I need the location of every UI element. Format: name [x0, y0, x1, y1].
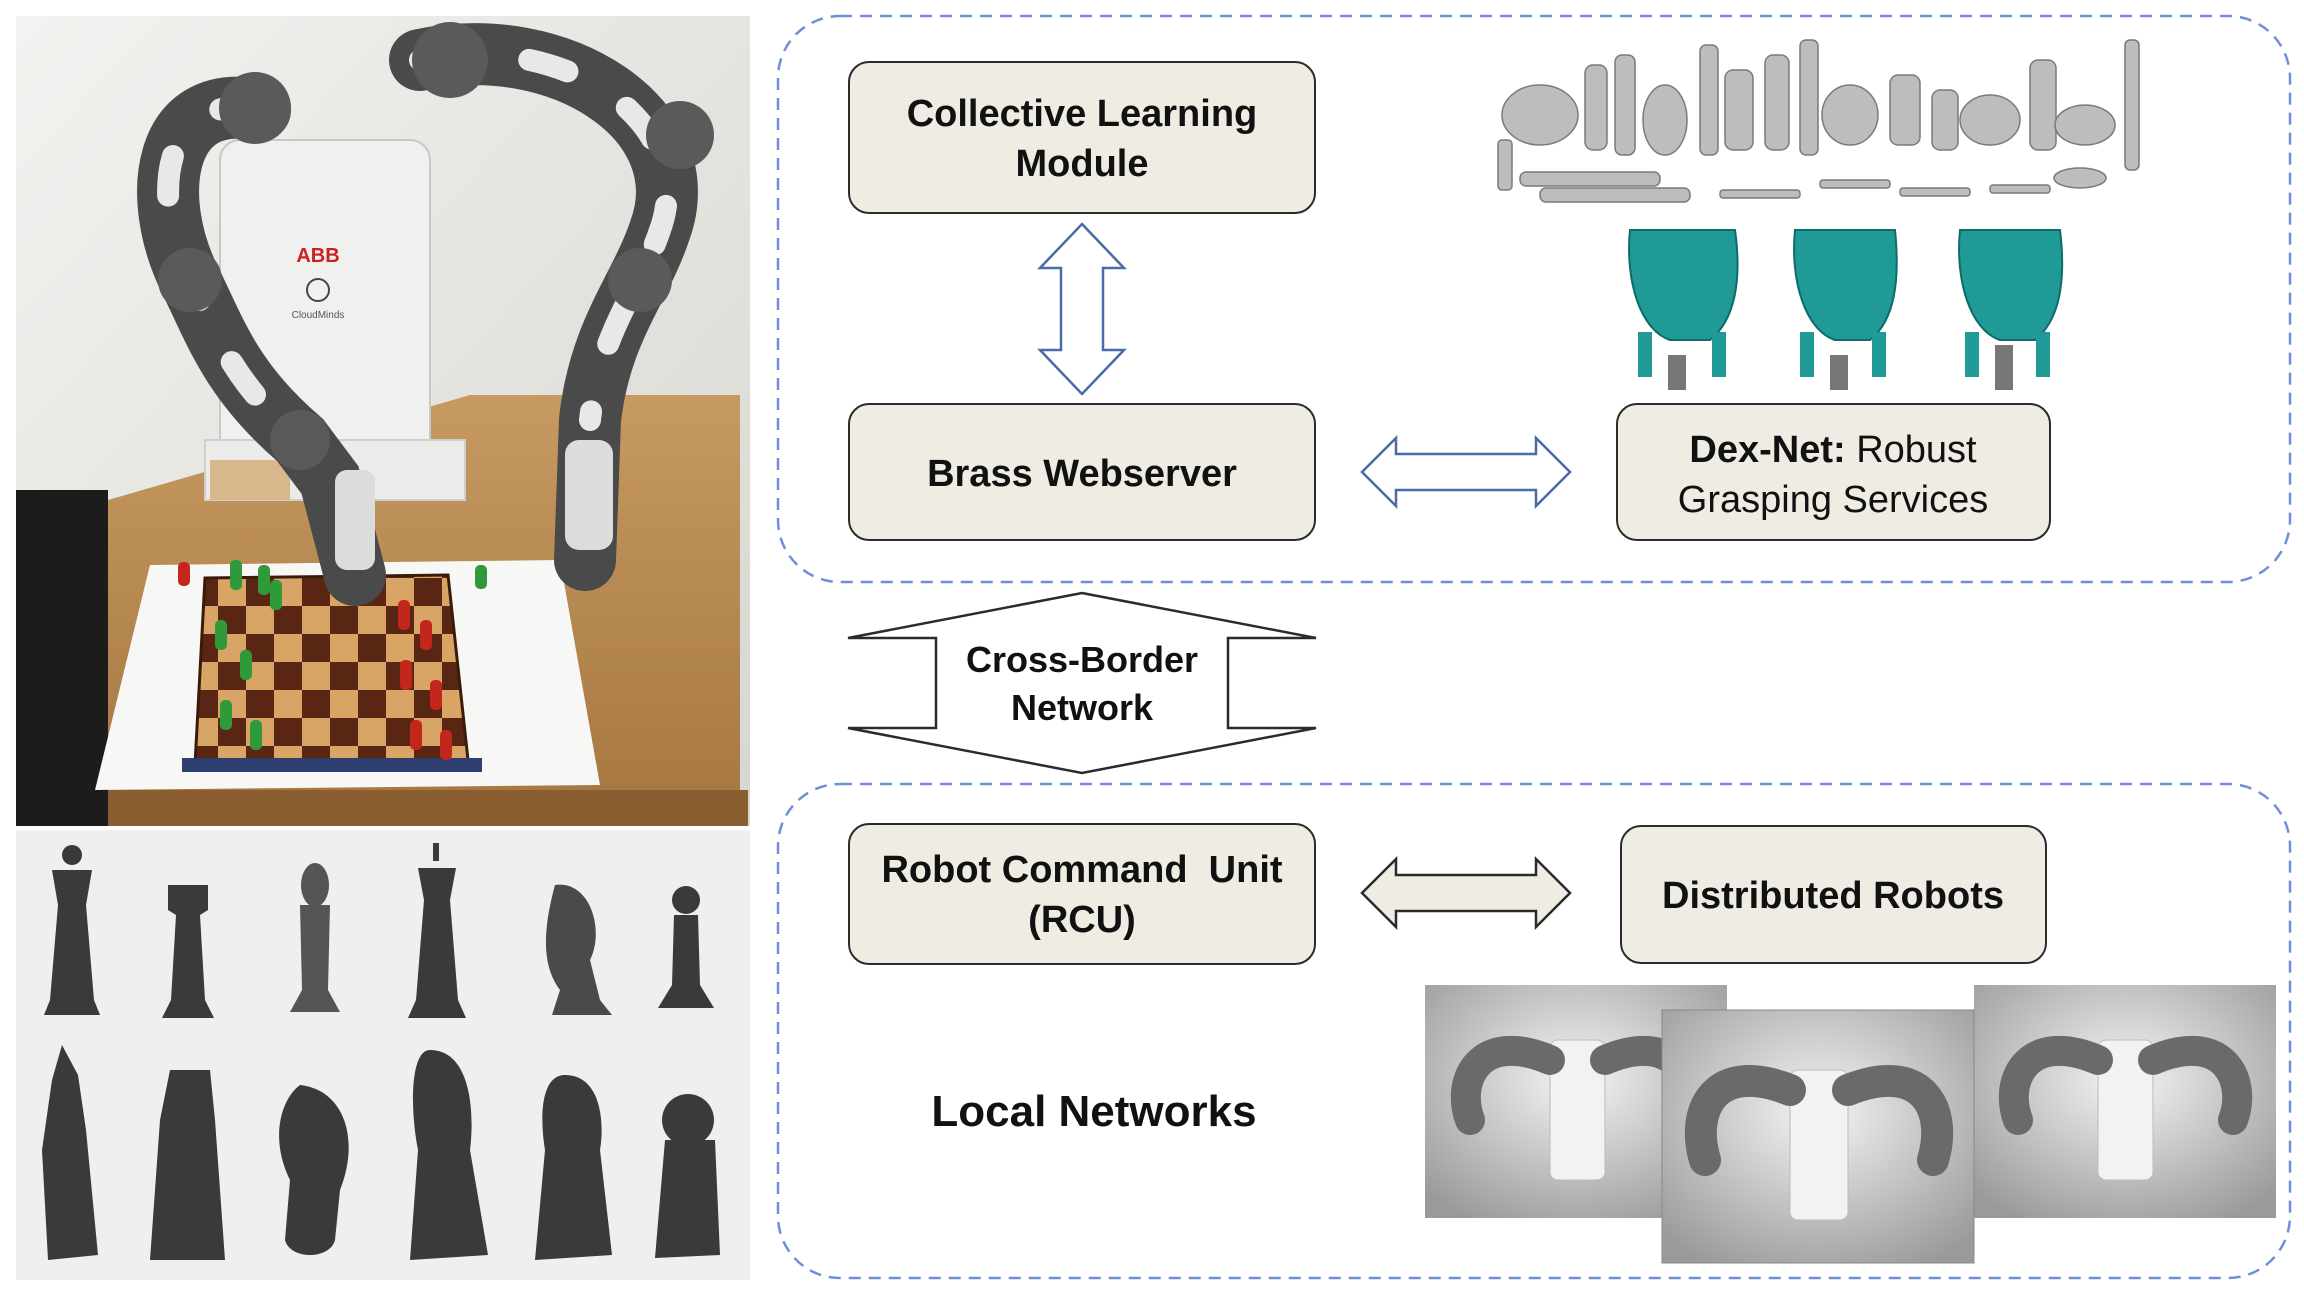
cloud-logo-icon — [306, 278, 330, 302]
robot-photo — [1974, 985, 2276, 1218]
robot-logo-text: ABB — [296, 245, 339, 267]
pawn-model-icon — [658, 886, 714, 1008]
brass-webserver-label: Brass Webserver — [927, 453, 1237, 495]
robot-photos — [1425, 985, 2276, 1264]
rcu-node: Robot Command Unit (RCU) — [848, 823, 1316, 965]
collective-learning-label-line1: Collective Learning — [907, 93, 1258, 135]
rcu-label-line1: Robot Command Unit — [881, 849, 1282, 891]
dexnet-label-line2: Grasping Services — [1678, 479, 1988, 521]
warrior-model-icon — [535, 1075, 612, 1260]
dragon-model-icon — [279, 1085, 349, 1255]
cloud-services-region — [776, 14, 2292, 584]
collective-learning-label-line2: Module — [1016, 143, 1149, 185]
brass-webserver-node: Brass Webserver — [848, 403, 1316, 541]
collective-learning-module-node: Collective Learning Module — [848, 61, 1316, 214]
local-networks-label: Local Networks — [931, 1087, 1256, 1136]
local-networks-region — [776, 782, 2292, 1280]
rcu-label-line2: (RCU) — [1028, 899, 1136, 941]
cross-border-network-arrow: Cross-Border Network — [847, 591, 1317, 775]
dexnet-label-rest: Robust — [1846, 429, 1977, 471]
robot-photo — [1661, 1009, 1975, 1264]
brass-dexnet-arrow — [1360, 434, 1572, 510]
object-models-image — [1497, 39, 2140, 203]
gripper-icon — [1628, 229, 1739, 390]
queen-model-icon — [44, 845, 100, 1015]
robot-sublogo-text: CloudMinds — [292, 310, 345, 321]
dexnet-label-line1: Dex-Net: Robust — [1689, 429, 1977, 471]
robot-chess-photo: ABB CloudMinds — [16, 16, 750, 826]
distributed-robots-node: Distributed Robots — [1620, 825, 2047, 964]
bishop-model-icon — [290, 863, 340, 1012]
chess-models-panel — [16, 830, 750, 1280]
cross-border-label-line2: Network — [1011, 687, 1154, 728]
collective-brass-arrow — [1037, 222, 1127, 396]
gripper-icon — [1793, 229, 1898, 390]
dexnet-label-bold: Dex-Net: — [1689, 429, 1845, 471]
cross-border-label-line1: Cross-Border — [966, 639, 1198, 680]
castle-model-icon — [150, 1070, 225, 1260]
gripper-icons — [1628, 229, 2064, 390]
orb-model-icon — [655, 1094, 720, 1258]
monk-model-icon — [410, 1050, 488, 1260]
rook-model-icon — [162, 885, 214, 1018]
wizard-model-icon — [42, 1045, 98, 1260]
king-model-icon — [408, 843, 466, 1018]
dexnet-node: Dex-Net: Robust Grasping Services — [1616, 403, 2051, 541]
rcu-robots-arrow — [1360, 855, 1572, 931]
knight-model-icon — [545, 884, 612, 1015]
gripper-icon — [1958, 229, 2064, 390]
distributed-robots-label: Distributed Robots — [1662, 875, 2004, 917]
